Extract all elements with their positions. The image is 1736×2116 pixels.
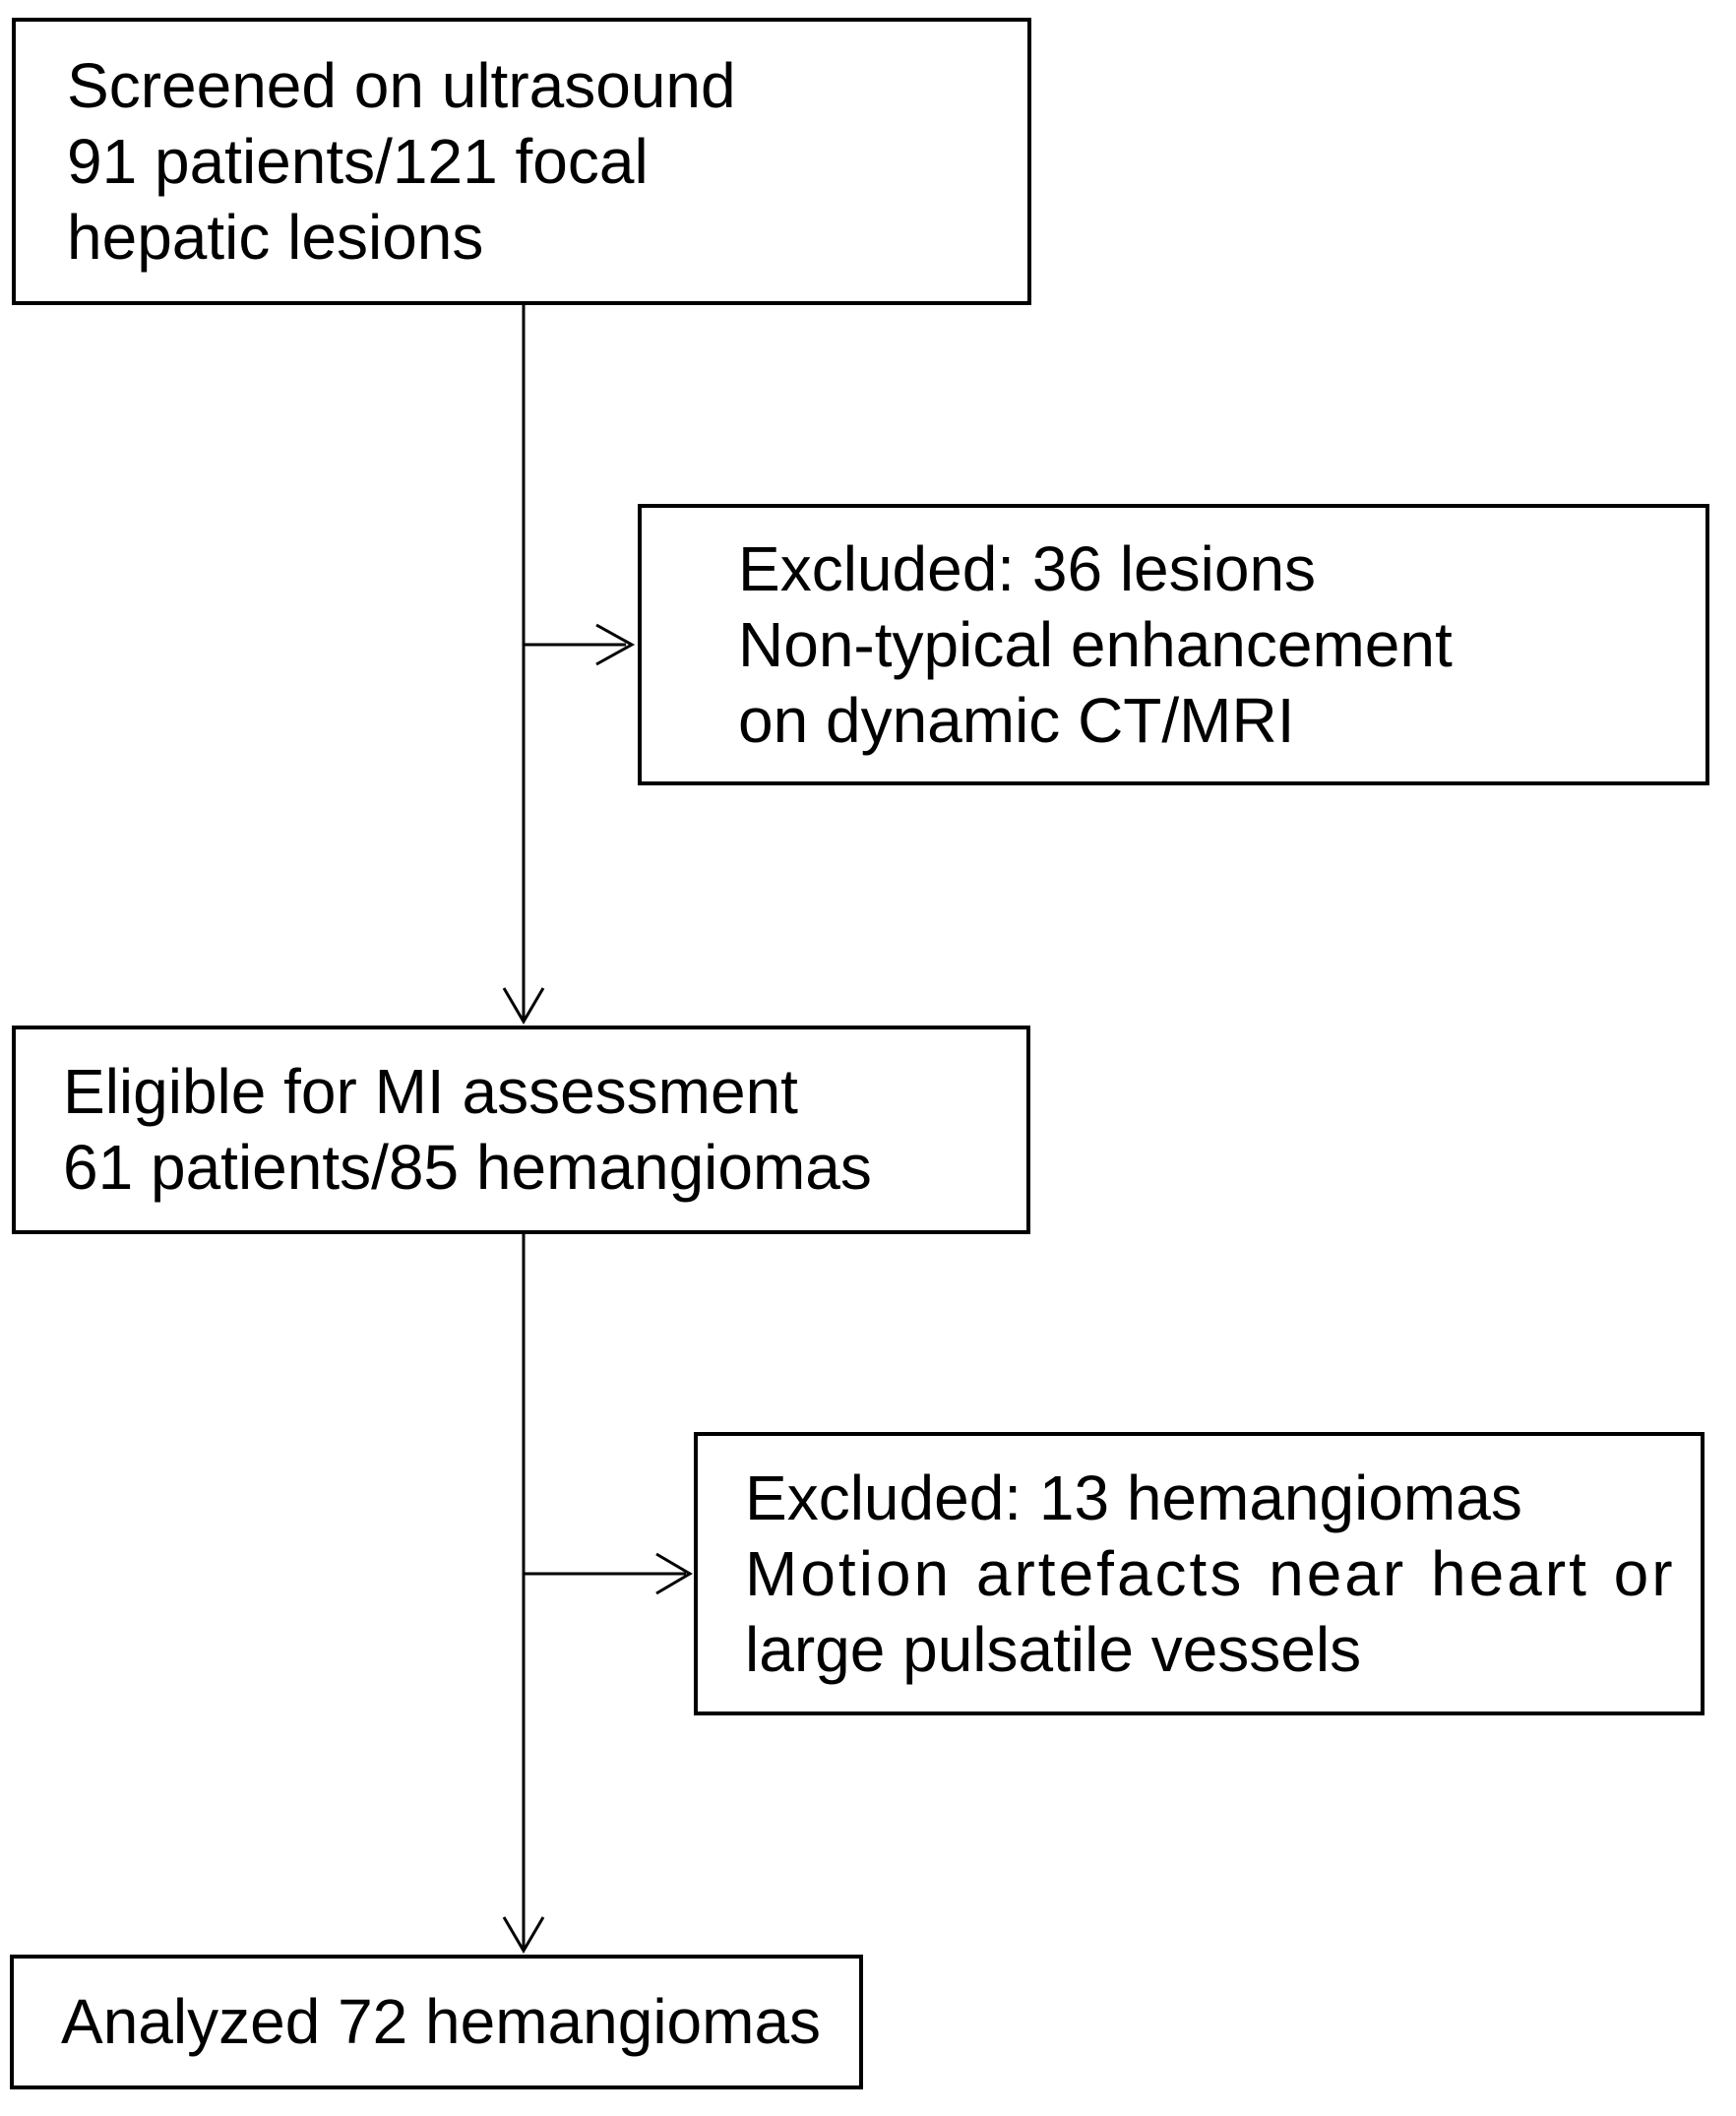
- node-eligible-line2: 61 patients/85 hemangiomas: [63, 1132, 872, 1203]
- node-excluded-lesions: Excluded: 36 lesions Non-typical enhance…: [638, 504, 1709, 785]
- node-screened-line3: hepatic lesions: [67, 201, 484, 273]
- node-eligible-line1: Eligible for MI assessment: [63, 1056, 798, 1127]
- node-excluded-hemangiomas: Excluded: 13 hemangiomas Motion artefact…: [694, 1432, 1705, 1715]
- node-excluded-hemangiomas-line1: Excluded: 13 hemangiomas: [745, 1462, 1522, 1533]
- node-analyzed: Analyzed 72 hemangiomas: [10, 1955, 863, 2089]
- arrow-down-icon: [502, 1916, 545, 1954]
- node-analyzed-line1: Analyzed 72 hemangiomas: [61, 1986, 822, 2057]
- arrow-right-icon: [595, 623, 636, 666]
- arrow-right-icon: [655, 1552, 693, 1595]
- node-excluded-hemangiomas-line3: large pulsatile vessels: [745, 1613, 1362, 1685]
- node-excluded-lesions-line3: on dynamic CT/MRI: [738, 684, 1295, 756]
- arrow-down-icon: [502, 987, 545, 1025]
- node-excluded-hemangiomas-line2: Motion artefacts near heart or: [745, 1537, 1676, 1609]
- node-eligible: Eligible for MI assessment 61 patients/8…: [12, 1026, 1030, 1234]
- node-screened-line1: Screened on ultrasound: [67, 49, 736, 121]
- node-screened: Screened on ultrasound 91 patients/121 f…: [12, 18, 1031, 305]
- node-screened-line2: 91 patients/121 focal: [67, 125, 649, 197]
- node-excluded-lesions-line1: Excluded: 36 lesions: [738, 532, 1317, 604]
- node-excluded-lesions-line2: Non-typical enhancement: [738, 608, 1453, 680]
